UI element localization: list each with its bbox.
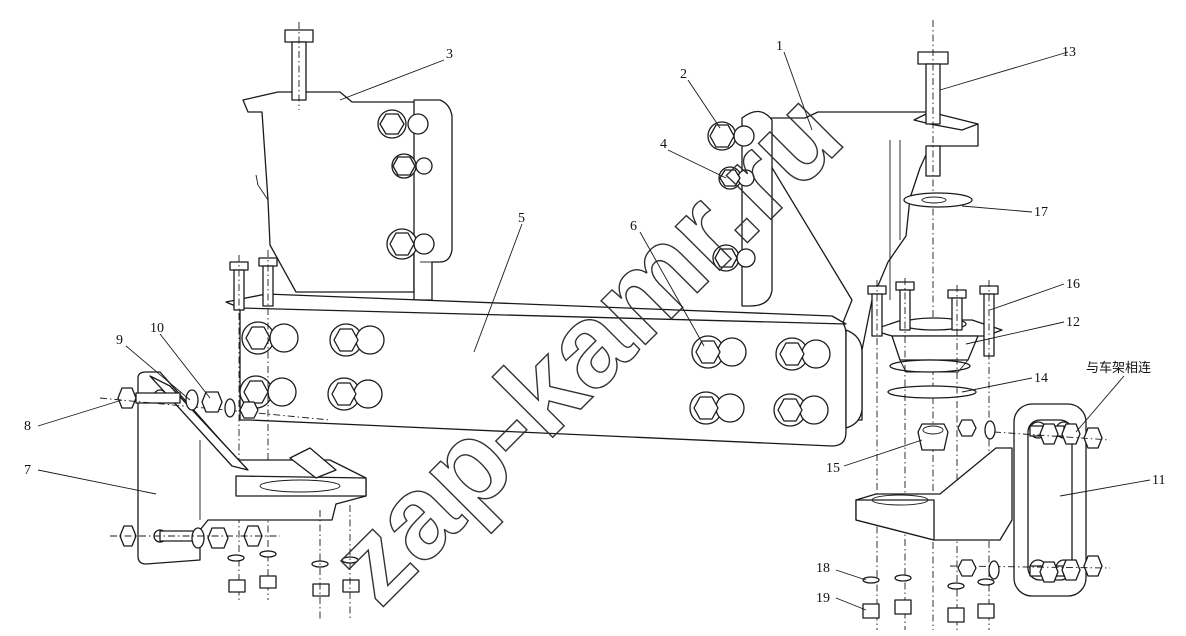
bolt-icon xyxy=(712,244,756,272)
bolt-icon xyxy=(386,228,435,260)
bolt-icon xyxy=(327,377,383,411)
part-labels: 1 2 3 4 5 6 7 8 9 10 11 12 13 14 15 16 1… xyxy=(24,39,1165,606)
part-label-13: 13 xyxy=(1062,45,1076,60)
washer-icon xyxy=(903,192,973,208)
right-lower-bracket xyxy=(855,447,1013,541)
part-label-11: 11 xyxy=(1152,473,1165,488)
bolt-icon xyxy=(691,335,747,369)
part-label-7: 7 xyxy=(24,463,31,478)
nut-icon xyxy=(239,401,259,419)
bolt-icon xyxy=(99,387,331,421)
part-label-10: 10 xyxy=(150,321,164,336)
part-label-12: 12 xyxy=(1066,315,1080,330)
part-label-4: 4 xyxy=(660,137,667,152)
part-label-8: 8 xyxy=(24,419,31,434)
bolt-icon xyxy=(773,393,829,427)
bolt-icon xyxy=(229,250,278,600)
rubber-mount xyxy=(871,317,1003,373)
part-label-17: 17 xyxy=(1034,205,1048,220)
nut-icon xyxy=(957,419,1000,580)
part-label-16: 16 xyxy=(1066,277,1080,292)
washer-icon xyxy=(887,385,977,399)
bolt-icon xyxy=(867,278,999,630)
part-label-3: 3 xyxy=(446,47,453,62)
part-label-15: 15 xyxy=(826,461,840,476)
leader-lines xyxy=(37,51,1151,611)
nut-icon xyxy=(227,505,360,620)
nut-icon xyxy=(862,574,995,623)
bolt-icon xyxy=(377,109,429,139)
bolt-icon xyxy=(949,555,1111,583)
washer-icon xyxy=(224,398,236,418)
nut-icon xyxy=(201,391,223,413)
frame-connection-note: 与车架相连 xyxy=(1086,360,1151,376)
bolt-icon xyxy=(718,166,755,190)
washer-icon xyxy=(185,389,199,411)
bolt-icon xyxy=(284,22,314,110)
bolt-icon xyxy=(110,525,280,549)
bolt-icon xyxy=(707,121,755,151)
part-label-6: 6 xyxy=(630,219,637,234)
bolt-icon xyxy=(689,391,745,425)
part-label-19: 19 xyxy=(816,591,830,606)
bolt-icon xyxy=(329,323,385,357)
part-label-1: 1 xyxy=(776,39,783,54)
bolt-icon xyxy=(775,337,831,371)
part-label-5: 5 xyxy=(518,211,525,226)
bolt-icon xyxy=(241,321,299,355)
part-label-14: 14 xyxy=(1034,371,1048,386)
part-label-9: 9 xyxy=(116,333,123,348)
part-label-2: 2 xyxy=(680,67,687,82)
bolt-icon xyxy=(391,153,433,179)
part-label-18: 18 xyxy=(816,561,830,576)
bolt-icon xyxy=(993,423,1111,449)
nut-icon xyxy=(917,423,949,451)
